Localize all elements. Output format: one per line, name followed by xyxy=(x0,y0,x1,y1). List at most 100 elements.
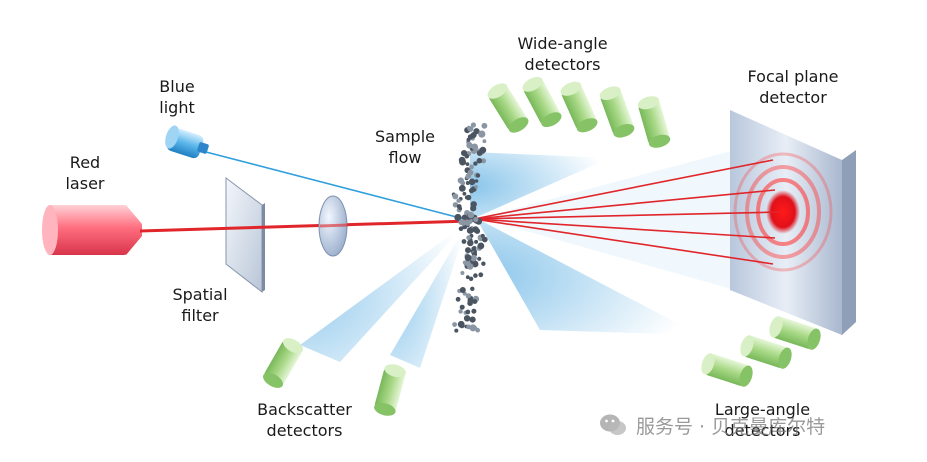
particle xyxy=(477,242,485,250)
particle xyxy=(467,239,474,247)
particle xyxy=(473,216,479,223)
particle xyxy=(475,327,481,333)
particle xyxy=(463,315,471,322)
particle xyxy=(471,143,478,150)
particle xyxy=(466,235,472,241)
particle xyxy=(460,271,465,275)
particle xyxy=(466,227,474,234)
particle xyxy=(468,188,475,194)
scatter-light-cones xyxy=(300,150,735,368)
particle xyxy=(476,157,483,164)
particle xyxy=(458,184,466,192)
particle xyxy=(470,122,476,128)
particle xyxy=(459,304,465,310)
large-angle-detector xyxy=(769,316,821,350)
particle xyxy=(465,175,470,180)
particle xyxy=(456,198,461,203)
particle xyxy=(464,254,472,262)
particle xyxy=(479,146,487,154)
particle xyxy=(462,191,467,196)
particle xyxy=(467,169,474,176)
backscatter-detector xyxy=(263,338,303,388)
spatial-filter xyxy=(225,177,265,294)
particle xyxy=(452,202,459,208)
particle xyxy=(467,263,474,270)
focal-spot xyxy=(766,190,800,234)
spatial-filter-plate xyxy=(225,177,263,294)
large-angle-detector xyxy=(740,335,792,369)
forward-scatter-cone xyxy=(480,150,735,290)
particle xyxy=(465,309,471,315)
particle xyxy=(470,254,477,262)
particle xyxy=(482,139,487,144)
forward-scatter-rays xyxy=(473,159,781,265)
red-laser-source xyxy=(42,205,142,255)
particle xyxy=(480,158,487,164)
particle xyxy=(458,156,466,164)
particle xyxy=(473,128,480,135)
particle xyxy=(465,221,471,226)
particle xyxy=(477,256,482,261)
particle xyxy=(474,239,479,244)
wide-angle-detector xyxy=(487,83,529,133)
backscatter-cone-right xyxy=(390,222,468,368)
particle xyxy=(480,233,485,238)
particle xyxy=(481,122,488,129)
particle xyxy=(465,293,472,299)
particle xyxy=(460,180,466,186)
particle xyxy=(465,275,470,280)
particle xyxy=(469,316,476,323)
particle xyxy=(457,320,465,328)
particle xyxy=(478,272,484,278)
particle xyxy=(466,125,471,130)
large-angle-cone xyxy=(476,218,700,335)
blue-light-source xyxy=(165,125,209,159)
particle xyxy=(472,246,477,250)
focal-plane-detector xyxy=(730,110,856,335)
blue-beam xyxy=(205,151,469,221)
particle xyxy=(452,322,457,327)
wide-angle-detector xyxy=(637,96,671,148)
particle xyxy=(460,219,467,226)
red-incident-beam xyxy=(139,219,471,233)
particle xyxy=(466,137,471,142)
particle xyxy=(475,173,481,178)
particle xyxy=(471,308,477,314)
particle xyxy=(467,211,475,219)
particle xyxy=(474,228,481,234)
particle xyxy=(456,204,462,209)
particle xyxy=(454,328,459,333)
particle xyxy=(474,179,479,183)
watermark-text: 服务号 · 贝克曼库尔特 xyxy=(636,415,826,438)
red-beam-through-lens xyxy=(319,223,349,228)
particle xyxy=(465,181,470,185)
particle xyxy=(458,226,464,231)
wechat-icon xyxy=(600,414,626,435)
particle xyxy=(468,276,474,281)
wide-angle-detector xyxy=(560,81,598,133)
particle xyxy=(465,194,472,201)
particle xyxy=(452,193,459,200)
wide-angle-detector xyxy=(522,76,562,128)
particle xyxy=(472,299,478,304)
particle xyxy=(462,260,467,265)
particle xyxy=(455,296,461,302)
particle xyxy=(469,164,474,170)
particle xyxy=(464,153,470,159)
particle xyxy=(473,273,478,278)
spatial-filter-edge xyxy=(262,203,265,292)
particle xyxy=(468,178,476,186)
wide-angle-cone xyxy=(470,152,610,220)
particle xyxy=(459,287,466,293)
particle xyxy=(481,261,486,266)
particle xyxy=(470,286,475,291)
particle xyxy=(478,130,486,138)
